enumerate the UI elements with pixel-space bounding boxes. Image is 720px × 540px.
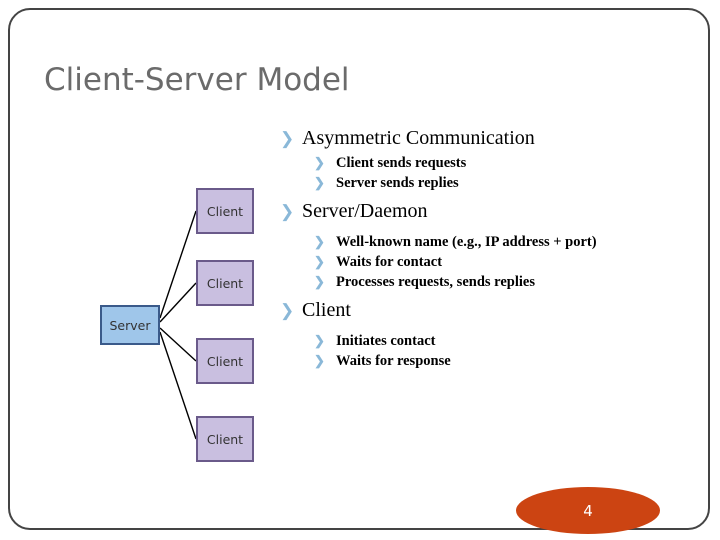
- bullet-text: Well-known name (e.g., IP address + port…: [336, 234, 597, 250]
- slide-frame: [8, 8, 710, 530]
- bullet-arrow-icon: ❯: [314, 274, 325, 289]
- bullet-list: ❯ Asymmetric Communication ❯ Client send…: [276, 126, 696, 371]
- bullet-text: Initiates contact: [336, 333, 436, 349]
- bullet-arrow-icon: ❯: [314, 333, 325, 348]
- diagram-node-label: Client: [206, 203, 244, 219]
- bullet-text: Server sends replies: [336, 175, 459, 191]
- bullet-level2-waits-for-response: ❯ Waits for response: [276, 351, 696, 371]
- bullet-arrow-icon: ❯: [280, 202, 295, 221]
- bullet-arrow-icon: ❯: [280, 301, 295, 320]
- bullet-level2-well-known-name: ❯ Well-known name (e.g., IP address + po…: [276, 232, 696, 252]
- bullet-arrow-icon: ❯: [314, 155, 325, 170]
- diagram-node-server: Server: [100, 305, 160, 345]
- bullet-arrow-icon: ❯: [314, 254, 325, 269]
- diagram-node-label: Client: [206, 275, 244, 291]
- diagram-node-client-3: Client: [196, 338, 254, 384]
- bullet-text: Processes requests, sends replies: [336, 274, 535, 290]
- bullet-text: Waits for contact: [336, 254, 443, 270]
- page-number: 4: [583, 501, 593, 520]
- diagram-node-label: Server: [109, 317, 151, 333]
- diagram-node-client-4: Client: [196, 416, 254, 462]
- bullet-level2-client-sends-requests: ❯ Client sends requests: [276, 153, 696, 173]
- diagram-edges: [159, 210, 197, 440]
- bullet-level2-waits-for-contact: ❯ Waits for contact: [276, 252, 696, 272]
- bullet-text: Waits for response: [336, 353, 451, 369]
- bullet-text: Client sends requests: [336, 155, 467, 171]
- diagram-node-client-1: Client: [196, 188, 254, 234]
- bullet-text: Client: [302, 299, 351, 321]
- bullet-arrow-icon: ❯: [280, 129, 295, 148]
- bullet-arrow-icon: ❯: [314, 175, 325, 190]
- bullet-level2-processes-requests: ❯ Processes requests, sends replies: [276, 272, 696, 292]
- bullet-arrow-icon: ❯: [314, 234, 325, 249]
- bullet-text: Asymmetric Communication: [302, 127, 535, 149]
- bullet-level2-initiates-contact: ❯ Initiates contact: [276, 331, 696, 351]
- bullet-text: Server/Daemon: [302, 200, 428, 222]
- bullet-arrow-icon: ❯: [314, 353, 325, 368]
- bullet-level1-asymmetric-communication: ❯ Asymmetric Communication: [276, 126, 696, 151]
- page-number-badge: [516, 487, 660, 534]
- diagram-node-client-2: Client: [196, 260, 254, 306]
- client-server-diagram: Server Client Client Client Client: [0, 0, 300, 500]
- page-title: Client-Server Model: [44, 62, 350, 98]
- bullet-level1-server-daemon: ❯ Server/Daemon: [276, 199, 696, 224]
- bullet-level1-client: ❯ Client: [276, 298, 696, 323]
- bullet-level2-server-sends-replies: ❯ Server sends replies: [276, 173, 696, 193]
- diagram-node-label: Client: [206, 431, 244, 447]
- diagram-node-label: Client: [206, 353, 244, 369]
